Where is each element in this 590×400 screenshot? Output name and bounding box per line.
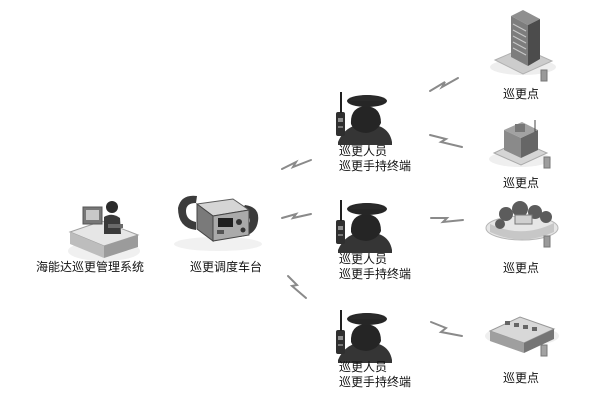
office-tower-icon xyxy=(490,10,556,82)
patrol-person-icon xyxy=(336,200,392,253)
patrol-person-icon xyxy=(336,310,392,363)
wireless-signal-icon xyxy=(430,321,463,337)
handheld-terminal-label: 巡更手持终端 xyxy=(339,159,412,173)
management-system-label: 海能达巡更管理系统 xyxy=(36,260,145,274)
wireless-signal-icon xyxy=(281,159,312,170)
checkpoint-label: 巡更点 xyxy=(503,261,540,275)
patrol-person-label: 巡更人员 xyxy=(339,360,388,374)
patrol-person-label: 巡更人员 xyxy=(339,144,388,158)
patrol-group-label: 巡更人员 巡更手持终端 xyxy=(339,144,411,174)
handheld-terminal-label: 巡更手持终端 xyxy=(339,375,412,389)
wireless-signal-icon xyxy=(429,134,463,148)
patrol-person-label: 巡更人员 xyxy=(339,252,388,266)
building-complex-icon xyxy=(489,120,551,169)
handheld-terminal-label: 巡更手持终端 xyxy=(339,267,412,281)
park-area-icon xyxy=(485,201,559,248)
low-building-icon xyxy=(485,316,559,357)
wireless-links xyxy=(281,77,464,337)
checkpoint-label: 巡更点 xyxy=(503,176,540,190)
wireless-signal-icon xyxy=(287,275,307,299)
patrol-group-label: 巡更人员 巡更手持终端 xyxy=(339,252,411,282)
dispatch-vehicle-label: 巡更调度车台 xyxy=(190,260,263,274)
wireless-signal-icon xyxy=(281,212,312,220)
patrol-group-label: 巡更人员 巡更手持终端 xyxy=(339,360,411,390)
checkpoint-label: 巡更点 xyxy=(503,87,540,101)
patrol-person-icon xyxy=(336,92,392,145)
checkpoint-label: 巡更点 xyxy=(503,371,540,385)
operator-workstation-icon xyxy=(68,201,140,261)
wireless-signal-icon xyxy=(429,77,459,92)
vehicle-radio-icon xyxy=(174,195,262,251)
wireless-signal-icon xyxy=(430,217,464,224)
